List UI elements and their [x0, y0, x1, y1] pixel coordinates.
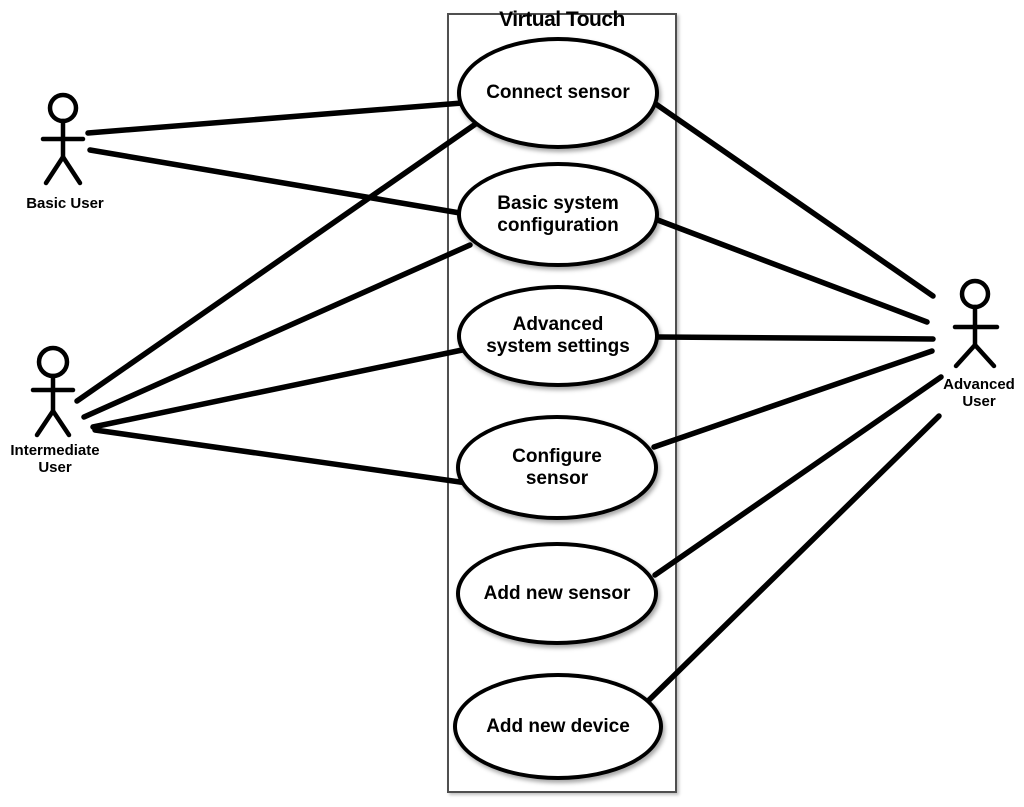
- system-boundary-box: [447, 13, 677, 793]
- actor-left-leg: [34, 408, 56, 438]
- actor-head: [36, 345, 70, 379]
- actor-left-leg: [953, 342, 978, 369]
- usecase-label: Advanced system settings: [486, 314, 630, 357]
- association-edges: [74, 97, 944, 706]
- edge-intermediate-user-basic-system-configuration: [81, 242, 473, 420]
- actor-head: [959, 278, 991, 310]
- actor-left-leg: [43, 154, 66, 186]
- edge-intermediate-user-connect-sensor: [74, 120, 480, 404]
- edge-add-new-device-advanced-user: [643, 413, 942, 706]
- edge-basic-user-connect-sensor: [85, 100, 465, 136]
- actor-right-leg: [972, 342, 997, 369]
- usecase-configure-sensor: Configure sensor: [456, 415, 658, 520]
- advanced-user-label: Advanced User: [943, 376, 1015, 410]
- actor-head: [47, 92, 79, 124]
- edge-basic-system-configuration-advanced-user: [652, 216, 930, 325]
- intermediate-user-actor-icon: [30, 345, 76, 438]
- edge-intermediate-user-configure-sensor: [92, 427, 470, 486]
- actor-right-leg: [60, 154, 83, 186]
- edge-connect-sensor-advanced-user: [647, 97, 936, 299]
- advanced-user-actor-icon: [952, 278, 1000, 369]
- edge-basic-user-basic-system-configuration: [87, 147, 463, 216]
- usecase-label: Add new sensor: [483, 582, 631, 604]
- basic-user-actor-icon: [40, 92, 86, 186]
- usecase-label: Connect sensor: [486, 82, 630, 104]
- usecase-label: Configure sensor: [512, 445, 602, 489]
- actor-right-leg: [50, 408, 72, 438]
- usecase-advanced-system-settings: Advanced system settings: [457, 285, 659, 387]
- usecase-connect-sensor: Connect sensor: [457, 37, 659, 149]
- usecase-add-new-device: Add new device: [453, 673, 663, 780]
- edge-configure-sensor-advanced-user: [651, 348, 935, 450]
- usecase-label: Basic system configuration: [497, 192, 619, 236]
- edge-advanced-system-settings-advanced-user: [655, 334, 936, 342]
- intermediate-user-label: Intermediate User: [10, 442, 100, 476]
- edge-intermediate-user-advanced-system-settings: [90, 346, 470, 430]
- usecase-add-new-sensor: Add new sensor: [456, 542, 658, 645]
- basic-user-label: Basic User: [26, 195, 104, 212]
- edge-add-new-sensor-advanced-user: [652, 374, 944, 578]
- usecase-basic-system-configuration: Basic system configuration: [457, 162, 659, 267]
- usecase-label: Add new device: [486, 715, 630, 737]
- system-boundary-title: Virtual Touch: [499, 8, 625, 31]
